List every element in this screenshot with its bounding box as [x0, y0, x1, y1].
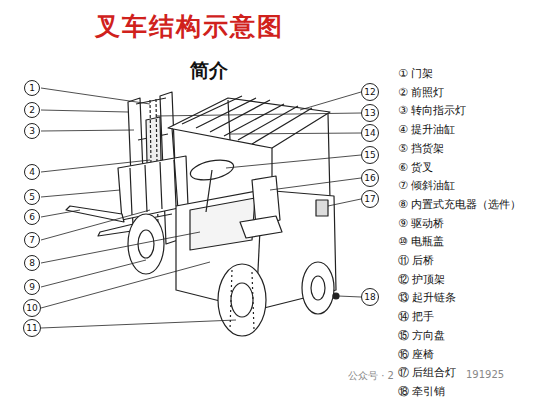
callout-number: 2 — [29, 106, 35, 115]
callout-circle: 2 — [24, 102, 40, 118]
callout-circle: 11 — [23, 319, 41, 337]
callout-number: 1 — [29, 84, 35, 93]
callout-number: 13 — [364, 109, 375, 118]
callout-number: 7 — [29, 236, 35, 245]
leader-line — [41, 160, 150, 172]
part-name: ③ 转向指示灯 — [398, 103, 466, 118]
leader-line — [300, 92, 361, 110]
callout-circle: 4 — [24, 164, 40, 180]
callout-circle: 7 — [24, 232, 40, 248]
title: 叉车结构示意图 — [95, 10, 284, 43]
callout-number: 16 — [364, 174, 375, 183]
part-name: ⑫ 护顶架 — [398, 272, 446, 287]
part-name: ⑬ 起升链条 — [398, 290, 457, 305]
callout-number: 10 — [26, 304, 37, 313]
watermark: 公众号 · 2 — [348, 369, 394, 383]
callout-circle: 13 — [361, 104, 379, 122]
part-name: ⑨ 驱动桥 — [398, 216, 444, 231]
callout-number: 4 — [29, 168, 35, 177]
watermark: 191925 — [466, 369, 504, 380]
leader-line — [41, 260, 146, 287]
callout-number: 11 — [26, 324, 37, 333]
callout-number: 6 — [29, 213, 35, 222]
callout-circle: 12 — [361, 83, 379, 101]
callout-circle: 10 — [23, 299, 41, 317]
part-name: ② 前照灯 — [398, 85, 444, 100]
part-name: ⑭ 把手 — [398, 309, 435, 324]
callout-circle: 15 — [361, 146, 379, 164]
leader-line — [230, 133, 361, 134]
callout-number: 8 — [29, 259, 35, 268]
leader-line — [41, 320, 236, 328]
callout-circle: 8 — [24, 255, 40, 271]
callout-number: 14 — [364, 129, 375, 138]
leader-line — [270, 178, 361, 190]
callout-circle: 16 — [361, 169, 379, 187]
part-name: ⑦ 倾斜油缸 — [398, 178, 455, 193]
callout-number: 15 — [364, 151, 375, 160]
callout-circle: 1 — [24, 80, 40, 96]
callout-circle: 3 — [24, 123, 40, 139]
leader-line — [41, 210, 150, 240]
callout-number: 17 — [364, 195, 375, 204]
part-name: ⑥ 货叉 — [398, 160, 433, 175]
part-name: ④ 提升油缸 — [398, 122, 455, 137]
callout-circle: 17 — [361, 190, 379, 208]
leader-line — [41, 110, 128, 112]
callout-circle: 9 — [24, 279, 40, 295]
leader-line — [41, 130, 134, 131]
callout-circle: 5 — [24, 189, 40, 205]
callout-number: 3 — [29, 127, 35, 136]
part-name: ⑤ 挡货架 — [398, 141, 444, 156]
subtitle: 简介 — [190, 58, 228, 84]
leader-line — [328, 199, 361, 206]
part-name: ⑯ 座椅 — [398, 347, 435, 362]
callout-number: 12 — [364, 88, 375, 97]
callout-number: 9 — [29, 283, 35, 292]
part-name: ⑪ 后桥 — [398, 253, 435, 268]
callout-circle: 18 — [361, 288, 379, 306]
callout-circle: 14 — [361, 124, 379, 142]
part-name: ⑱ 牵引销 — [398, 384, 446, 399]
callout-circle: 6 — [24, 209, 40, 225]
part-name: ① 门架 — [398, 66, 433, 81]
callout-number: 5 — [29, 193, 35, 202]
leader-line — [226, 155, 361, 168]
leader-line — [41, 88, 150, 104]
leader-line — [338, 296, 361, 297]
part-name: ⑧ 内置式充电器（选件） — [398, 197, 521, 212]
part-name: ⑩ 电瓶盖 — [398, 234, 444, 249]
part-name: ⑰ 后组合灯 — [398, 365, 457, 380]
leader-line — [41, 262, 210, 308]
part-name: ⑮ 方向盘 — [398, 328, 446, 343]
leader-line — [156, 113, 361, 116]
leader-line — [41, 190, 120, 197]
leader-line — [41, 232, 200, 263]
callout-number: 18 — [364, 293, 375, 302]
leader-line — [41, 210, 80, 217]
